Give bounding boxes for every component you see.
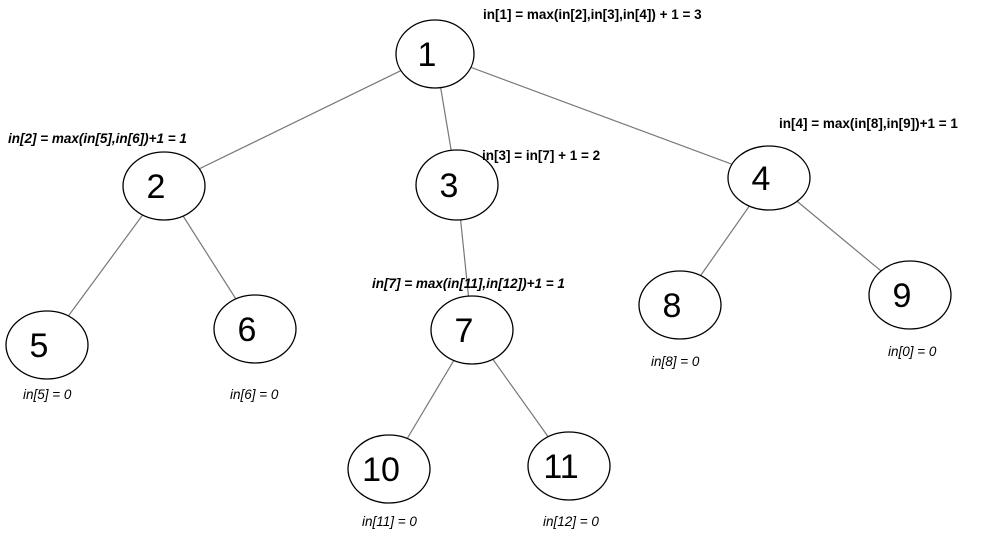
node-circle-3 [415, 149, 499, 221]
node-circle-5 [5, 310, 89, 380]
nodes-layer: 1 2 3 4 5 6 7 8 9 10 11 [5, 19, 952, 504]
annotation-in1: in[1] = max(in[2],in[3],in[4]) + 1 = 3 [483, 7, 702, 22]
node-circle-7 [430, 295, 514, 365]
annotation-in6: in[6] = 0 [230, 387, 279, 402]
annotation-in4: in[4] = max(in[8],in[9])+1 = 1 [779, 116, 958, 131]
annotation-in3: in[3] = in[7] + 1 = 2 [482, 148, 600, 163]
node-label-10: 10 [362, 451, 400, 489]
node-circle-6 [213, 294, 297, 364]
node-1: 1 [395, 19, 475, 89]
node-circle-4 [727, 145, 811, 211]
annotation-in5: in[5] = 0 [23, 387, 72, 402]
annotation-in7: in[7] = max(in[11],in[12])+1 = 1 [372, 276, 565, 291]
node-3: 3 [415, 149, 499, 221]
node-5: 5 [5, 310, 89, 380]
node-8: 8 [638, 270, 722, 340]
node-label-3: 3 [440, 167, 459, 205]
node-4: 4 [727, 145, 811, 211]
node-circle-1 [395, 19, 475, 89]
node-circle-10 [347, 434, 431, 504]
node-label-11: 11 [543, 448, 578, 486]
node-label-8: 8 [663, 287, 682, 325]
node-6: 6 [213, 294, 297, 364]
annotation-in9: in[0] = 0 [888, 344, 937, 359]
node-2: 2 [122, 151, 206, 221]
node-circle-8 [638, 270, 722, 340]
annotation-in11: in[11] = 0 [362, 514, 417, 529]
annotation-in12: in[12] = 0 [543, 514, 599, 529]
node-label-6: 6 [238, 311, 257, 349]
node-circle-2 [122, 151, 206, 221]
node-10: 10 [347, 434, 431, 504]
node-label-2: 2 [147, 168, 166, 206]
node-circle-9 [868, 260, 952, 330]
node-label-1: 1 [418, 36, 437, 74]
node-label-4: 4 [752, 160, 771, 198]
node-7: 7 [430, 295, 514, 365]
node-circle-11 [527, 431, 611, 501]
node-9: 9 [868, 260, 952, 330]
node-label-5: 5 [30, 327, 49, 365]
node-label-9: 9 [893, 277, 912, 315]
node-label-7: 7 [455, 312, 474, 350]
annotation-in2: in[2] = max(in[5],in[6])+1 = 1 [8, 131, 187, 146]
annotation-in8: in[8] = 0 [651, 354, 700, 369]
node-11: 11 [527, 431, 611, 501]
edge-1-2 [163, 53, 436, 187]
edge-1-4 [434, 53, 770, 179]
